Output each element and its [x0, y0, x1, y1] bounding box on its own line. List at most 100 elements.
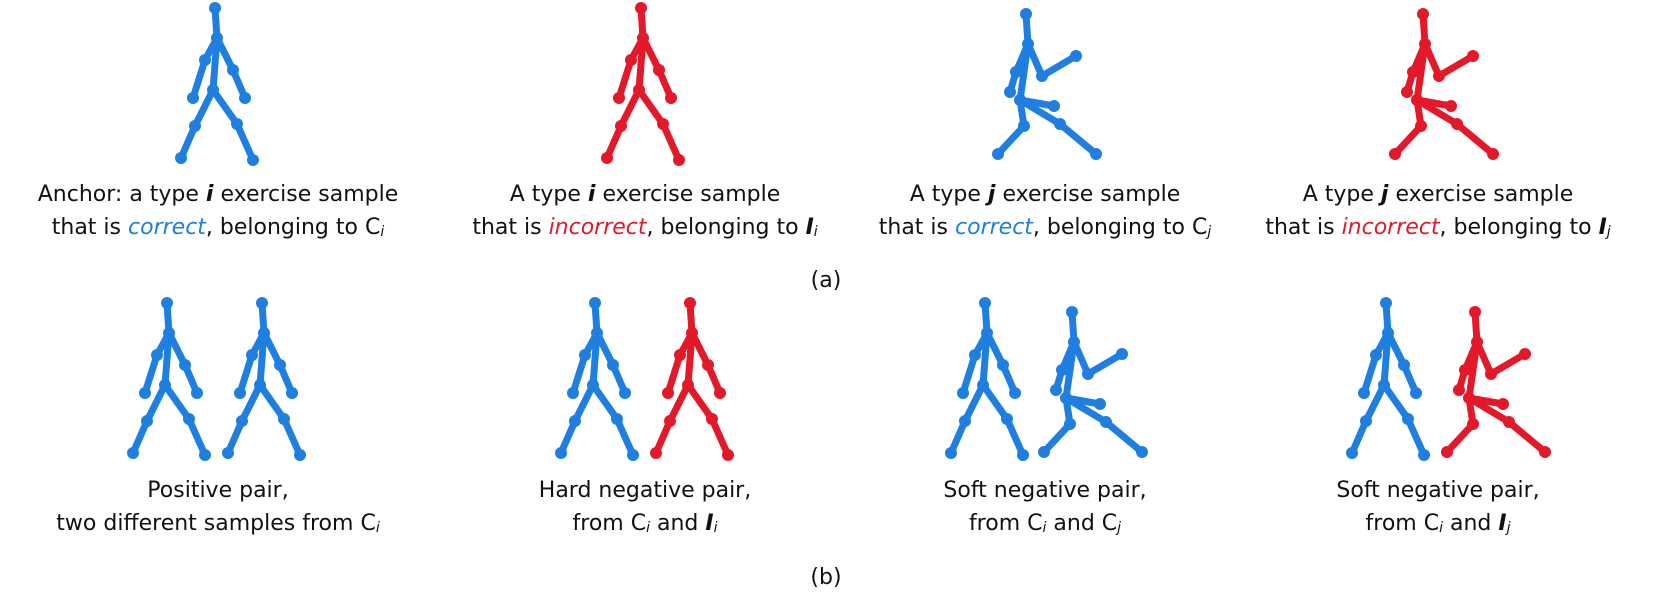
- skeleton-joint: [637, 32, 649, 44]
- skeleton-joint: [1001, 413, 1013, 425]
- skeleton-bone: [1465, 338, 1481, 402]
- skeleton-joint: [1358, 387, 1370, 399]
- skeleton-joint: [1094, 398, 1106, 410]
- skeleton-joint: [657, 118, 669, 130]
- skeleton-joint: [1048, 100, 1060, 112]
- skeleton-correct-type-i: [175, 2, 259, 166]
- skeleton-bone: [659, 120, 683, 164]
- skeleton-joint: [1014, 94, 1026, 106]
- skeleton-joint: [1451, 118, 1463, 130]
- skeleton-bone: [961, 381, 987, 425]
- skeleton-joint: [274, 359, 286, 371]
- skeleton-joint: [1022, 38, 1034, 50]
- skeleton-joint: [945, 447, 957, 459]
- skeleton-joint: [239, 92, 251, 104]
- skeleton-joint: [247, 154, 259, 166]
- caption-b-soft-negative-pair-ij: Soft negative pair, from Ci and Ij: [1336, 478, 1540, 536]
- skeleton-joint: [702, 359, 714, 371]
- skeleton-joint: [1410, 387, 1422, 399]
- skeleton-bone: [1404, 415, 1428, 459]
- skeleton-joint: [294, 449, 306, 461]
- skeleton-joint: [664, 415, 676, 427]
- subfigure-label-a: (a): [810, 268, 842, 293]
- skeleton-joint: [246, 349, 258, 361]
- skeleton-joint: [236, 415, 248, 427]
- skeleton-bone: [191, 86, 217, 130]
- skeleton-joint: [258, 327, 270, 339]
- skeleton-bone: [979, 381, 1011, 423]
- skeleton-joint: [1445, 100, 1457, 112]
- skeleton-joint: [159, 379, 171, 391]
- skeleton-bone: [617, 86, 643, 130]
- caption-a-correct-j: A type j exercise sample that is correct…: [878, 182, 1212, 240]
- skeleton-incorrect-type-i: [601, 2, 685, 166]
- skeleton-joint: [1070, 50, 1082, 62]
- skeleton-bone: [684, 381, 716, 423]
- skeleton-joint: [1060, 392, 1072, 404]
- skeleton-joint: [969, 349, 981, 361]
- skeleton-joint: [1485, 368, 1497, 380]
- skeleton-bone: [1453, 120, 1497, 158]
- skeleton-bone: [994, 122, 1028, 158]
- skeleton-joint: [1463, 392, 1475, 404]
- skeleton-joint: [222, 447, 234, 459]
- skeleton-bone: [185, 415, 209, 459]
- skeleton-joint: [1459, 364, 1471, 376]
- skeleton-joint: [1417, 8, 1429, 20]
- skeleton-joint: [722, 449, 734, 461]
- skeleton-joint: [957, 387, 969, 399]
- skeleton-joint: [1471, 336, 1483, 348]
- skeleton-bone: [569, 351, 589, 397]
- skeleton-bone: [1505, 418, 1549, 456]
- skeleton-joint: [211, 32, 223, 44]
- skeleton-bone: [979, 329, 991, 389]
- caption-b-positive-pair: Positive pair, two different samples fro…: [56, 478, 380, 536]
- skeleton-bone: [613, 415, 637, 459]
- skeleton-bone: [1443, 420, 1477, 456]
- skeleton-joint: [1050, 384, 1062, 396]
- skeleton-bone: [161, 329, 173, 389]
- skeleton-joint: [633, 84, 645, 96]
- skeleton-bone: [1084, 350, 1126, 378]
- skeleton-joint: [1411, 94, 1423, 106]
- skeleton-bone: [1465, 394, 1513, 426]
- skeleton-joint: [615, 120, 627, 132]
- skeleton-bone: [684, 329, 696, 389]
- skeleton-joint: [231, 118, 243, 130]
- skeleton-joint: [189, 120, 201, 132]
- skeleton-joint: [625, 54, 637, 66]
- skeleton-joint: [141, 415, 153, 427]
- skeleton-joint: [1467, 50, 1479, 62]
- skeleton-joint: [627, 449, 639, 461]
- skeleton-joint: [151, 349, 163, 361]
- skeleton-bone: [664, 351, 684, 397]
- skeleton-joint: [199, 54, 211, 66]
- skeleton-joint: [1401, 86, 1413, 98]
- skeleton-bone: [1413, 96, 1461, 128]
- skeleton-bone: [1003, 415, 1027, 459]
- skeleton-joint: [163, 327, 175, 339]
- skeleton-joint: [607, 359, 619, 371]
- caption-a-incorrect-j: A type j exercise sample that is incorre…: [1265, 182, 1611, 240]
- skeleton-joint: [139, 387, 151, 399]
- skeleton-bone: [1062, 394, 1110, 426]
- skeleton-joint: [209, 2, 221, 14]
- skeleton-joint: [682, 379, 694, 391]
- skeleton-joint: [591, 327, 603, 339]
- skeleton-bone: [280, 415, 304, 459]
- skeleton-joint: [673, 154, 685, 166]
- skeleton-joint: [278, 413, 290, 425]
- skeleton-joint: [191, 387, 203, 399]
- skeleton-joint: [161, 297, 173, 309]
- skeleton-joint: [589, 297, 601, 309]
- skeleton-bone: [256, 329, 268, 389]
- skeleton-joint: [653, 64, 665, 76]
- caption-b-soft-negative-pair-cj: Soft negative pair, from Ci and Cj: [943, 478, 1147, 536]
- skeleton-joint: [611, 413, 623, 425]
- skeleton-joint: [1370, 349, 1382, 361]
- skeleton-joint: [1467, 418, 1479, 430]
- skeleton-joint: [1038, 446, 1050, 458]
- skeleton-joint: [619, 387, 631, 399]
- skeleton-joint: [1018, 120, 1030, 132]
